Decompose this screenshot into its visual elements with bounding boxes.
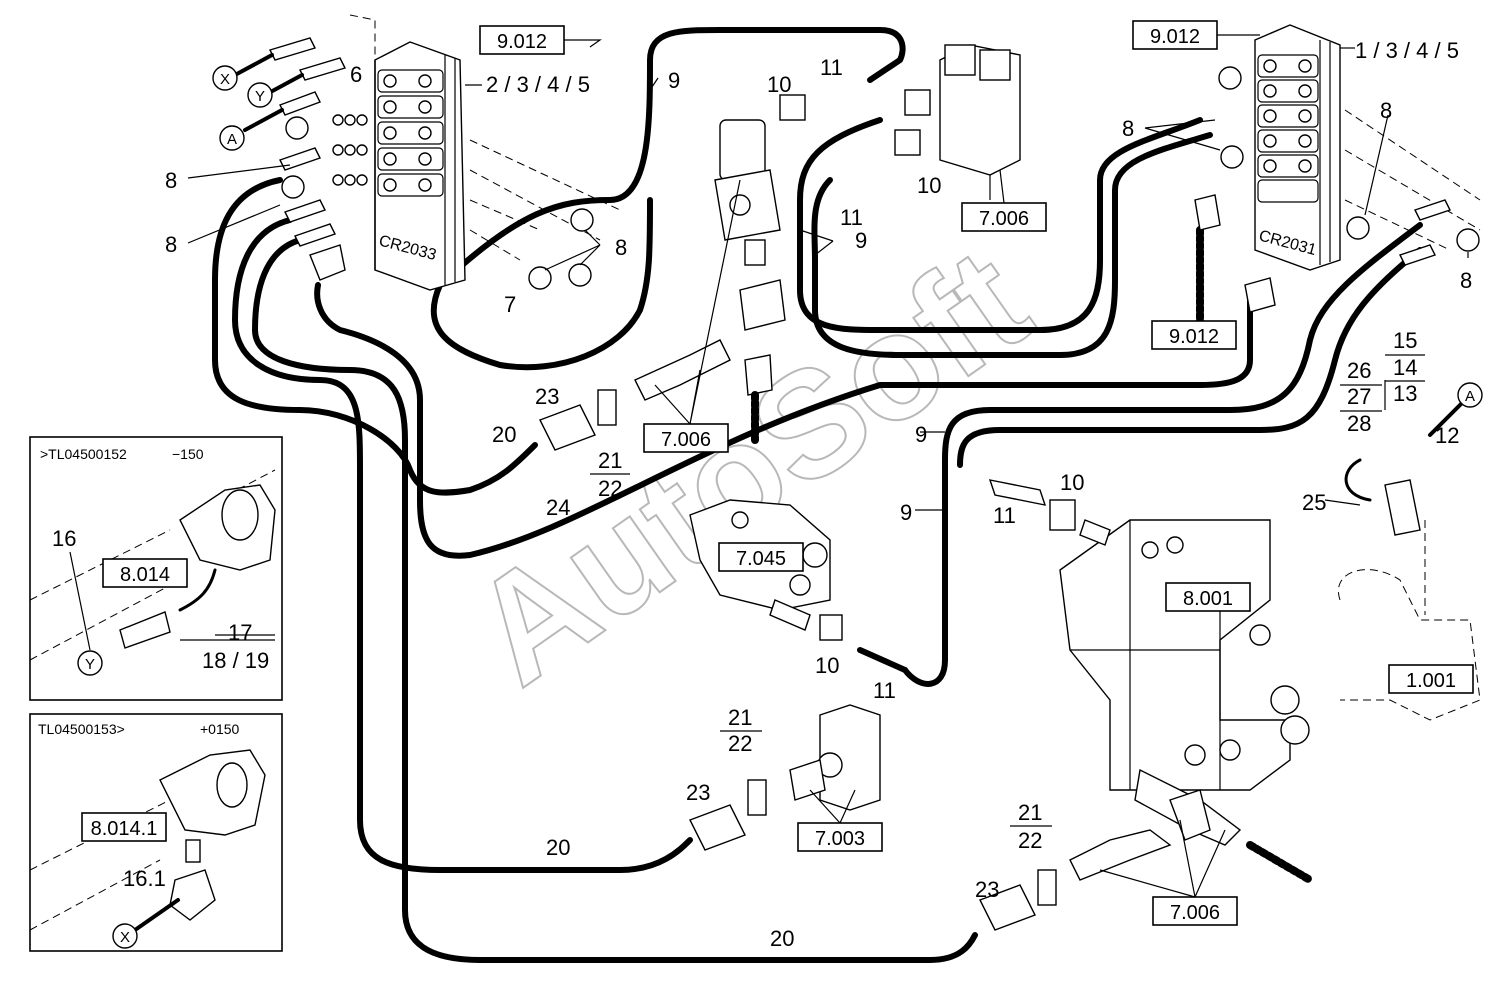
ref-8001: 8.001 [1183, 588, 1233, 610]
ref-7006-bot: 7.006 [1170, 902, 1220, 924]
cable-25 [1344, 458, 1372, 502]
label-23-a: 23 [535, 384, 559, 409]
label-10-d: 10 [815, 653, 839, 678]
valve-block-left: CR2033 [233, 14, 621, 291]
label-8-f: 8 [1460, 268, 1472, 293]
label-8-d: 8 [1122, 116, 1134, 141]
label-23-c: 23 [975, 877, 999, 902]
cable-9-right-b [811, 132, 1213, 358]
label-11-d: 11 [873, 678, 896, 703]
ref-7006-mid: 7.006 [661, 429, 711, 451]
marker-x-inset: X [120, 929, 130, 946]
label-6: 6 [350, 62, 362, 87]
label-27: 27 [1347, 384, 1371, 409]
cable-9-top-loop [437, 27, 906, 288]
marker-y-inset: Y [85, 656, 95, 673]
cable-11-lower [857, 647, 908, 673]
label-20-c: 20 [770, 926, 794, 951]
label-7: 7 [504, 292, 516, 317]
label-9-c: 9 [915, 422, 927, 447]
cable-9-mid-b [957, 247, 1423, 468]
label-11-a: 11 [820, 55, 843, 80]
label-15: 15 [1393, 328, 1417, 353]
ref-9012-top: 9.012 [497, 31, 547, 53]
ref-1001: 1.001 [1406, 670, 1456, 692]
marker-a-right: A [1465, 388, 1475, 405]
label-20-a: 20 [492, 422, 516, 447]
inset-bottom-range: +0150 [200, 721, 240, 737]
ref-9012-mid: 9.012 [1169, 326, 1219, 348]
cable-12 [1428, 398, 1467, 437]
label-9-b: 9 [855, 228, 867, 253]
connectors [539, 339, 1211, 931]
cables [212, 27, 1467, 963]
label-10-c: 10 [1060, 470, 1084, 495]
label-23-b: 23 [686, 780, 710, 805]
label-2345: 2 / 3 / 4 / 5 [486, 72, 590, 97]
ref-7045: 7.045 [736, 548, 786, 570]
label-21-c: 21 [1018, 800, 1042, 825]
inset-top-range: −150 [172, 446, 204, 462]
label-11-c: 11 [993, 503, 1016, 528]
block-7003 [789, 704, 881, 811]
label-8-e: 8 [1380, 98, 1392, 123]
cable-20-c [252, 237, 978, 963]
label-12: 12 [1435, 423, 1459, 448]
leader-lines [180, 47, 1469, 641]
solenoid-valve-center [714, 119, 786, 444]
ref-8014: 8.014 [120, 564, 170, 586]
circle-markers: X Y A A Y X [77, 65, 1483, 949]
marker-a: A [227, 131, 237, 148]
label-20-b: 20 [546, 835, 570, 860]
cable-9-right-a [797, 117, 1203, 333]
label-8-a: 8 [165, 168, 177, 193]
label-18-19: 18 / 19 [202, 648, 269, 673]
inset-top-title: >TL04500152 [40, 446, 127, 462]
label-8-c: 8 [615, 235, 627, 260]
marker-x: X [220, 71, 230, 88]
ref-9012-right: 9.012 [1150, 26, 1200, 48]
label-16: 16 [52, 526, 76, 551]
reference-boxes: 9.012 9.012 9.012 7.006 7.006 7.006 7.04… [81, 20, 1474, 926]
label-28: 28 [1347, 411, 1371, 436]
label-16-1: 16.1 [123, 866, 166, 891]
label-24: 24 [546, 495, 570, 520]
cable-24 [314, 282, 1253, 559]
valve-7006-top [779, 44, 1021, 200]
label-21-a: 21 [598, 448, 622, 473]
label-13: 13 [1393, 381, 1417, 406]
label-11-b: 11 [840, 205, 863, 230]
cable-20-b [232, 217, 693, 873]
label-8-b: 8 [165, 232, 177, 257]
label-17: 17 [228, 620, 252, 645]
inset-bottom: TL04500153> +0150 [29, 713, 283, 952]
label-22-b: 22 [728, 731, 752, 756]
frame-1001 [1337, 479, 1481, 721]
ref-7003: 7.003 [815, 828, 865, 850]
ref-8014-1: 8.014.1 [91, 818, 158, 840]
label-14: 14 [1393, 355, 1417, 380]
cable-9-mid [902, 222, 1423, 687]
ref-7006-top: 7.006 [979, 208, 1029, 230]
cable-9-top-return [430, 197, 653, 371]
label-9-a: 9 [668, 68, 680, 93]
callout-labels: 2 / 3 / 4 / 5 1 / 3 / 4 / 5 6 7 8 8 8 8 … [52, 38, 1472, 951]
label-10-b: 10 [917, 173, 941, 198]
label-25: 25 [1302, 490, 1326, 515]
marker-y: Y [255, 88, 265, 105]
valve-block-right: CR2031 [1194, 24, 1481, 313]
label-9-d: 9 [900, 500, 912, 525]
inset-bottom-title: TL04500153> [38, 721, 125, 737]
label-10-a: 10 [767, 72, 791, 97]
label-22-a: 22 [598, 476, 622, 501]
cable-20-a [212, 177, 538, 496]
label-22-c: 22 [1018, 828, 1042, 853]
label-1345: 1 / 3 / 4 / 5 [1355, 38, 1459, 63]
label-26: 26 [1347, 358, 1371, 383]
label-21-b: 21 [728, 705, 752, 730]
